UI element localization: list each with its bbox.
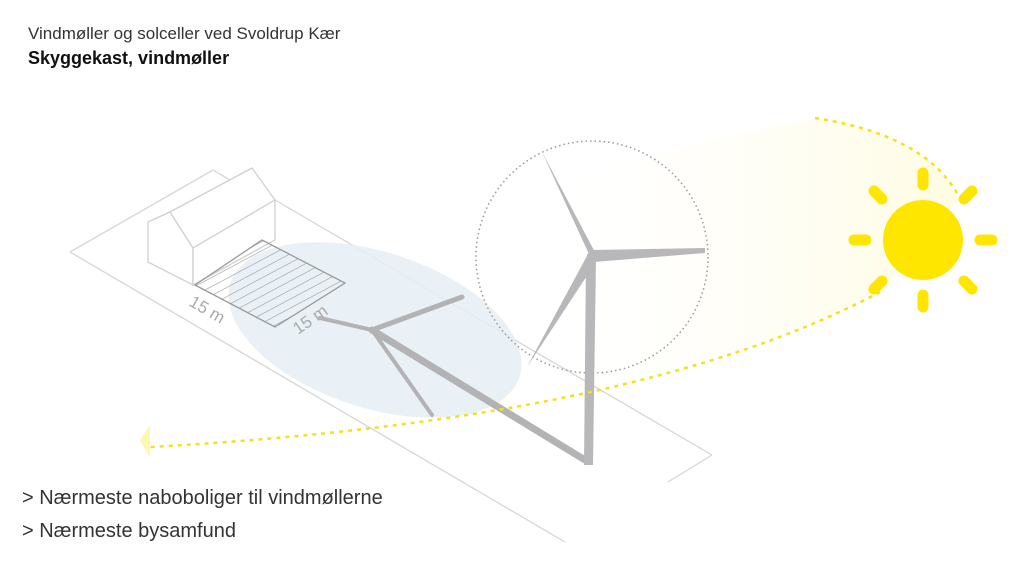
turbine-shadow xyxy=(318,294,589,464)
arrow-left-icon xyxy=(140,425,150,458)
sunlight-beam xyxy=(560,118,958,400)
page-subtitle: Skyggekast, vindmøller xyxy=(28,48,230,68)
bullet-item: > Nærmeste bysamfund xyxy=(22,520,236,542)
house-icon xyxy=(147,167,347,328)
sun-path xyxy=(149,116,960,449)
rotor-sweep-circle xyxy=(475,140,709,374)
hatched-area xyxy=(193,239,347,328)
sun-icon xyxy=(848,167,998,313)
page-title: Vindmøller og solceller ved Svoldrup Kær xyxy=(28,24,341,43)
bullet-item: > Nærmeste naboboliger til vindmøllerne xyxy=(22,487,383,509)
wind-turbine-icon xyxy=(527,152,705,465)
